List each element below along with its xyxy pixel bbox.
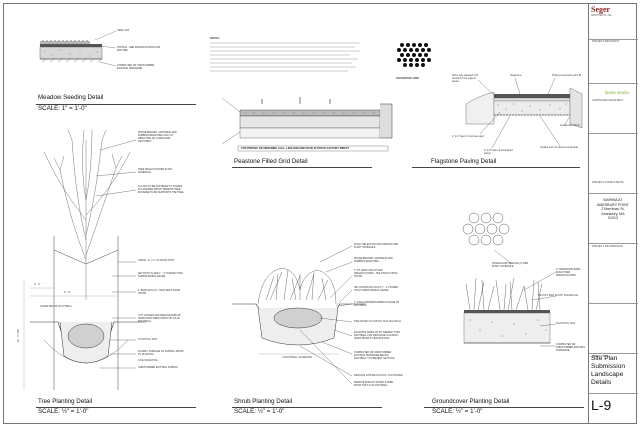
project-line-4: Amesbury, MA [601, 211, 625, 216]
tree-cut-note: CUT, LOOSEN AND REMOVE BURLAP, ROPES AND… [138, 314, 182, 323]
tb-label-architect: PROJECT ARCHITECT [592, 40, 620, 43]
meadow-subgrade-note: COMPACTED OR UNDISTURBED EXISTING SUBGRA… [117, 64, 155, 70]
shrub-dim-note: 2 ROOTBALL DIAMETER [282, 356, 313, 359]
shrub-excavate-note: EXCAVATE SIDES OF PIT DEEPER THAN ROOTBA… [354, 331, 401, 340]
firm-logo-sub: ARCHITECTS, INC. [591, 14, 613, 17]
tree-diameter-note: DIAMETER OF ROOTBALL [40, 305, 73, 308]
sheet-number: L-9 [591, 397, 612, 413]
tree-selection-note: TREE SELECTION PER PLANT SCHEDULE [138, 168, 173, 174]
flagstone-setting-note: 1" to 2" layer of concrete sand [452, 135, 484, 138]
peastone-grid-label: GRASSPAVE GRID [396, 77, 420, 80]
tree-detail-scale: SCALE: ½" = 1'-0" [38, 408, 89, 415]
tree-subsoil-note: UNDISTURBED EXISTING SUBSOIL [138, 366, 179, 369]
tree-guying-note: GUYING TO BE FASTENED TO STAKES IN A MAN… [138, 185, 184, 194]
tree-soil-note: PLANTING SOIL [138, 338, 158, 341]
project-line-5: 01913 [608, 216, 618, 221]
flagstone-label: Flagstone [510, 74, 522, 77]
shrub-container-note: REMOVE ENTIRE PLASTIC CONTAINER [354, 374, 403, 377]
flagstone-base-note: 6" to 8" base of compacted gravel [484, 149, 513, 155]
groundcover-subgrade-note: COMPACTED OR UNDISTURBED EXISTING SUBGRA… [556, 343, 586, 352]
project-line-1: MARINA AT [603, 198, 623, 202]
flagstone-title-rule [412, 167, 580, 168]
groundcover-title-rule [424, 407, 584, 408]
shrub-burlap-note: REMOVE BURLAP, ROPES & WIRE FROM TOP 1/3… [354, 381, 394, 387]
peastone-detail-title: Peastone Filled Grid Detail [234, 158, 308, 165]
groundcover-spacing-note: TRIANGULAR SPACING (X) PER PLANT SCHEDUL… [492, 262, 529, 268]
sheet-title-line-3: Landscape [591, 371, 624, 378]
peastone-title-rule [232, 167, 372, 168]
tb-label-sheet-title: SHEET TITLE [592, 355, 609, 358]
tree-stake-note: STAKE - 2" x 2" x 8' WOOD POST [138, 259, 175, 262]
tb-label-landscape: LANDSCAPE ARCHITECT [592, 99, 624, 102]
meadow-detail-title: Meadow Seeding Detail [38, 94, 104, 101]
tb-label-consultants: PROJECT CONSULTANTS [592, 181, 624, 184]
groundcover-detail-scale: SCALE: ½" = 1'-0" [432, 408, 483, 415]
flagstone-joint-note: Stone type selected: 3/4" minimum from e… [452, 74, 479, 83]
meadow-title-rule [36, 104, 196, 105]
peastone-ordering-note: FOR PRICING OR ORDERING CALL 1-800-OWLAN… [241, 147, 350, 150]
tree-dim-2: 6' - 0" [64, 291, 71, 294]
sheet-title: Site Plan Submission Landscape Details [591, 355, 625, 387]
shrub-detail-scale: SCALE: ½" = 1'-0" [234, 408, 285, 415]
sheet-title-line-2: Submission [591, 363, 626, 370]
shrub-prune-note: PRUNE BROKEN, CROSSING AND RUBBING BRANC… [354, 257, 393, 263]
meadow-topsoil-note: TOPSOIL - SEE SPECIFICATIONS FOR MIXTURE [117, 46, 161, 52]
shrub-edge-note: 4" LOAM WATERING BERM AT EDGE OF ROOTBAL… [354, 301, 400, 307]
tree-prune-note: PRUNE BROKEN, CROSSING AND RUBBING BRANC… [138, 131, 177, 143]
firm-logo: Seger [591, 5, 611, 14]
title-block: PROJECT ARCHITECT LANDSCAPE ARCHITECT PR… [588, 3, 638, 424]
flagstone-subgrade-note: Settled and compacted subgrade [540, 146, 579, 149]
flagstone-detail-title: Flagstone Paving Detail [431, 158, 497, 165]
project-line-2: AMESBURY POINT [596, 202, 630, 207]
flagstone-fabric-note: Landscape fabric [560, 124, 580, 127]
groundcover-detail-title: Groundcover Planting Detail [432, 398, 510, 405]
shrub-subgrade-note: COMPACTED OR UNDISTURBED EXISTING SUBGRA… [354, 351, 395, 360]
shrub-selection-note: PLANT SELECTION AND SPACING PER PLANT SC… [354, 243, 399, 249]
project-name: MARINA AT AMESBURY POINT 2 Merrimac St. … [590, 198, 636, 221]
tree-mulch-note: 2" BARK MULCH - HOLD BACK FROM TRUNK [138, 289, 181, 295]
shrub-detail-title: Shrub Planting Detail [234, 398, 293, 405]
peastone-notes-header: NOTES: [210, 37, 220, 40]
tree-dim-1: 3' - 0" [34, 283, 41, 286]
sheet-title-line-4: Details [591, 379, 612, 386]
shrub-crown-note: SET CROWN OF PLANT 1" - 2" HIGHER THAN S… [354, 286, 398, 292]
shrub-backfill-note: PRE-MIXED PLANTING SOIL BACKFILL [354, 320, 402, 323]
shrub-mulch-note: 3" TH. BARK MULCH PER SPECIFICATIONS - H… [354, 269, 398, 278]
tree-scarify-note: SCARIFY SURFACE OF SUBSOIL PRIOR TO PLAN… [138, 350, 184, 356]
tree-title-rule [36, 407, 196, 408]
groundcover-mulch-note: 3" HARDWOOD BARK MULCH PER SPECIFICATION… [556, 268, 581, 277]
sheet-border [3, 3, 637, 424]
flagstone-sand-note: Polymer sand stone joint fill [552, 74, 582, 77]
tree-pedestal-note: SOIL PEDESTAL [138, 359, 158, 362]
project-line-3: 2 Merrimac St. [601, 207, 625, 212]
meadow-detail-scale: SCALE: 1" = 1'-0" [38, 105, 87, 112]
meadow-seed-note: SEED MIX [117, 29, 130, 32]
tree-detail-title: Tree Planting Detail [38, 398, 93, 405]
sheet-title-line-1: Site Plan [591, 355, 618, 362]
shrub-title-rule [232, 407, 382, 408]
groundcover-plants-note: PLANTS PER PLANT SCHEDULE [538, 294, 579, 297]
studio-logo: lanes studio [605, 90, 630, 95]
tb-label-info: PROJECT INFORMATION [592, 245, 623, 248]
groundcover-soil-note: PLANTING SOIL [556, 322, 576, 325]
tree-root-flare-note: SET ROOT FLARE 1" - 2" HIGHER THAN SURRO… [138, 272, 183, 278]
